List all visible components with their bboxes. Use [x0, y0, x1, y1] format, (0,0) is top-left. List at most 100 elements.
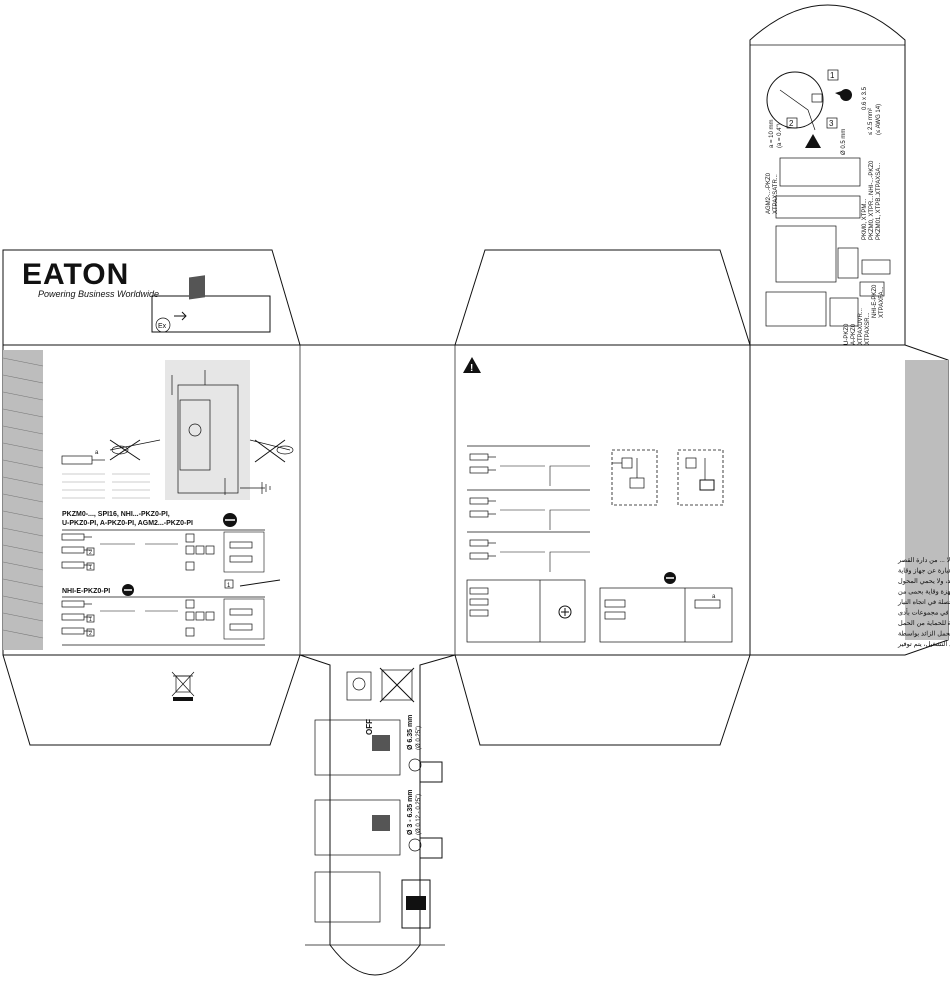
svg-text:!: !: [470, 363, 473, 374]
wire-right: [249, 439, 291, 451]
section1-subheading: NHI-E-PKZ0-PI: [62, 588, 110, 595]
accessory-flap: 1 2 3 a = 10 mm (a = 0.4") 0.6 x 3.5 ≤ 2…: [765, 69, 891, 345]
svg-text:PKZM01, XTPB...: PKZM01, XTPB...: [876, 192, 882, 240]
wire-end-drawing: [469, 587, 489, 595]
edge-stripe: [2, 425, 44, 435]
warning-triangle-icon: [463, 357, 481, 373]
bracket: [549, 551, 590, 572]
edge-stripe: [2, 578, 44, 588]
svg-text:(Ø 0.12 - 0.25"): (Ø 0.12 - 0.25"): [416, 794, 422, 835]
check-square: [195, 611, 205, 621]
marker-square: [86, 628, 95, 637]
arabic-line: قم بتوفير أجهزة وقاية بحمى من: [898, 586, 950, 596]
edge-stripe: [2, 544, 44, 554]
wire-end-drawing: [469, 539, 489, 547]
tagline: Powering Business Worldwide: [38, 289, 159, 299]
cross-left-icon: [109, 439, 141, 461]
wire-strip: [229, 541, 253, 549]
strip-box: [223, 598, 265, 640]
wire-end-drawing: [61, 613, 85, 621]
svg-text:U-PKZ0: U-PKZ0: [844, 323, 850, 345]
marker-label: 2: [89, 550, 92, 556]
check-square: [185, 561, 195, 571]
padlock-tab: OFF Ø 6.35 mm (Ø 0.25") Ø 3 - 6.35 mm (Ø…: [314, 667, 443, 929]
cross-icon: [379, 667, 415, 703]
eaton-logo: EATON Powering Business Worldwide: [22, 258, 159, 299]
arabic-line: الحمل الزائد التشغيل، يتم توفير: [897, 640, 950, 648]
svg-text:NHI-...-PKZ0: NHI-...-PKZ0: [869, 160, 875, 195]
wire-end-drawing: [61, 561, 85, 569]
svg-text:Ø 0.5 mm: Ø 0.5 mm: [841, 129, 847, 155]
edge-stripe: [2, 459, 44, 469]
wire-end-drawing: [469, 552, 489, 560]
screwdriver-hand-icon: [239, 579, 281, 587]
marker-label: 1: [89, 617, 92, 623]
circuit-diagram-left: [611, 449, 658, 506]
accessory-device-3: [765, 291, 827, 327]
check-square: [185, 599, 195, 609]
wire-end-drawing: [61, 600, 85, 608]
edge-stripe: [2, 374, 44, 384]
check-square: [185, 533, 195, 543]
arabic-line: الحمل الحراري الزائد، ولا يحمي المحول: [898, 577, 950, 585]
svg-text:(≤ AWG 14): (≤ AWG 14): [876, 104, 882, 135]
svg-text:a: a: [95, 450, 99, 456]
edge-stripe: [2, 476, 44, 486]
manual-book-icon: [189, 275, 205, 300]
accessory-device-1: [779, 157, 861, 187]
edge-stripe: [2, 442, 44, 452]
arabic-line: الحماية من الحمل الزائد بواسطة: [898, 630, 950, 638]
arabic-line: الحراري الزائد في مجموعات بأدى: [898, 606, 950, 617]
wire-strip: [229, 623, 253, 631]
arabic-line: الفطام المتصلة في اتجاه التيار: [897, 598, 950, 606]
check-square: [185, 611, 195, 621]
wire-end-drawing: [469, 598, 489, 606]
svg-text:0.6 x 3.5: 0.6 x 3.5: [862, 86, 868, 110]
svg-text:XTPAXSA...: XTPAXSA...: [876, 162, 882, 195]
svg-text:PKZM0, XTPR...: PKZM0, XTPR...: [869, 195, 875, 240]
breaker-lock-1: [314, 719, 401, 776]
eaton-logo-text: EATON: [22, 258, 129, 291]
check-square: [185, 545, 195, 555]
ground-icon: [240, 482, 271, 494]
weee-bin-icon: [171, 671, 195, 701]
terminal-detail-drawing: [766, 71, 852, 131]
breaker-device: [775, 225, 837, 283]
edge-stripe: [2, 629, 44, 639]
edge-stripe: [2, 595, 44, 605]
check-square: [195, 545, 205, 555]
svg-text:OFF: OFF: [365, 719, 374, 735]
screwdriver-flat-icon-4: [840, 89, 852, 101]
panel-wiring: ! a PKM0-... XTPM... إن لا ..: [463, 357, 950, 648]
svg-text:(Ø 0.25"): (Ø 0.25"): [416, 726, 422, 750]
svg-text:A-PKZ0: A-PKZ0: [851, 323, 857, 345]
accessory-device-2: [775, 195, 861, 219]
svg-text:Ø 3 - 6.35 mm: Ø 3 - 6.35 mm: [407, 789, 414, 835]
circuit-diagram-right: [677, 449, 724, 506]
rotary-handle-drawing: [401, 879, 431, 929]
svg-text:XTPAXUVR...: XTPAXUVR...: [858, 308, 864, 345]
wire-end-drawing: [61, 533, 85, 541]
cross-right-icon: [254, 439, 286, 463]
arabic-line: نفسه أو مكونات عبارة عن جهاز وقاية: [898, 565, 950, 575]
wire-strip: [229, 555, 253, 563]
svg-text:PKM0, XTPM...: PKM0, XTPM...: [862, 198, 868, 240]
wire-end-drawing: [469, 609, 489, 617]
ex-manual-box: Ex: [151, 275, 271, 333]
wire-end-drawing: [61, 627, 85, 635]
panel-installation: a PKZM0-..., SPI16, NHI...-PKZ0-PI, U-PK…: [61, 360, 294, 646]
svg-text:3: 3: [829, 119, 834, 128]
edge-stripe: [2, 612, 44, 622]
svg-text:1: 1: [830, 71, 835, 80]
svg-text:XTPAXSATR...: XTPAXSATR...: [773, 174, 779, 214]
breaker-drawing: [179, 399, 211, 471]
svg-text:XTPAXFA...: XTPAXFA...: [879, 286, 885, 318]
wire-left: [109, 439, 161, 451]
check-square: [205, 611, 215, 621]
marker-label: 1: [89, 565, 92, 571]
marker-square: [86, 614, 95, 623]
mounting-hatch: [165, 360, 250, 500]
arabic-line: مرحل خارجية للحماية من الحمل: [898, 619, 950, 627]
terminal-box: [466, 579, 586, 643]
breaker-lock-3: [314, 871, 381, 923]
